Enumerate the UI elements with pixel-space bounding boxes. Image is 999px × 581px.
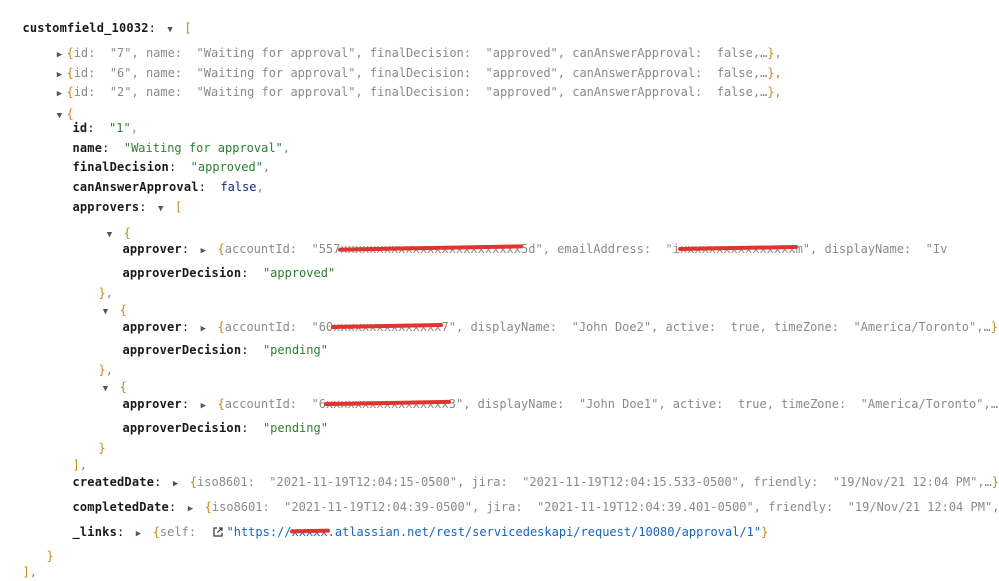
field-createdDate[interactable]: createdDate: ▶ {iso8601: "2021-11-19T12:… [58, 455, 999, 489]
chevron-down-icon[interactable]: ▼ [102, 307, 109, 317]
chevron-right-icon[interactable]: ▶ [56, 50, 63, 60]
approver-1-open[interactable]: ▼ { [88, 206, 131, 240]
root-key: customfield_10032 [22, 21, 149, 35]
collapsed-item[interactable]: ▶{id: "7", name: "Waiting for approval",… [38, 26, 782, 60]
expand-toggle-approvers[interactable]: ▼ [158, 204, 164, 214]
approver-2-decision: approverDecision: "pending" [122, 343, 328, 357]
field-completedDate[interactable]: completedDate: ▶ {iso8601: "2021-11-19T1… [58, 480, 999, 514]
field-approvers: approvers: ▼ [ [58, 180, 182, 214]
approver-3-approver[interactable]: approver: ▶ {accountId: "6xxxxxxxxxxxxxx… [108, 377, 999, 411]
chevron-right-icon[interactable]: ▶ [172, 479, 179, 489]
approver-2-approver[interactable]: approver: ▶ {accountId: "60xxxxxxxxxxxxx… [108, 300, 998, 334]
approver-1-decision: approverDecision: "approved" [122, 266, 336, 280]
chevron-right-icon[interactable]: ▶ [56, 89, 63, 99]
chevron-down-icon[interactable]: ▼ [56, 111, 63, 121]
field-id: id: "1", [72, 121, 138, 135]
expanded-item-close: } [46, 549, 54, 563]
external-link-icon[interactable] [212, 527, 223, 537]
root-array-close: ], [22, 565, 37, 579]
field-name: name: "Waiting for approval", [72, 141, 291, 155]
chevron-down-icon[interactable]: ▼ [102, 384, 109, 394]
field-finalDecision: finalDecision: "approved", [72, 160, 271, 174]
collapsed-item[interactable]: ▶{id: "6", name: "Waiting for approval",… [38, 46, 782, 80]
chevron-right-icon[interactable]: ▶ [135, 529, 142, 539]
redaction-mark: xxxxxxxxxxxxxxxxxxxxxxxxx [340, 242, 521, 256]
chevron-right-icon[interactable]: ▶ [200, 324, 207, 334]
redaction-mark: xxxxxxxxxxxxxxx [333, 320, 442, 334]
approver-1-approver[interactable]: approver: ▶ {accountId: "557xxxxxxxxxxxx… [108, 222, 947, 256]
root-key-line: customfield_10032: ▼ [ [8, 1, 191, 35]
chevron-right-icon[interactable]: ▶ [187, 504, 194, 514]
approver-2-close: }, [98, 363, 113, 377]
expand-toggle-root[interactable]: ▼ [167, 25, 173, 35]
approver-2-open[interactable]: ▼ { [84, 283, 127, 317]
field-canAnswerApproval: canAnswerApproval: false, [72, 180, 264, 194]
chevron-right-icon[interactable]: ▶ [200, 401, 207, 411]
chevron-right-icon[interactable]: ▶ [56, 70, 63, 80]
approver-3-open[interactable]: ▼ { [84, 360, 127, 394]
redaction-mark: xxxxxxxxxxxxxxxx [679, 242, 796, 256]
chevron-right-icon[interactable]: ▶ [200, 246, 207, 256]
field-links[interactable]: _links: ▶ {self: "https://xxxxx.atlassia… [58, 505, 768, 539]
collapsed-item[interactable]: ▶{id: "2", name: "Waiting for approval",… [38, 65, 782, 99]
redaction-mark: xxxxxxxxxxxxxxxxx [325, 397, 449, 411]
approver-3-close: } [98, 441, 106, 455]
expanded-item-open[interactable]: ▼{ [38, 87, 74, 121]
approvers-close: ], [72, 458, 87, 472]
chevron-down-icon[interactable]: ▼ [106, 230, 113, 240]
approver-1-close: }, [98, 286, 113, 300]
approver-3-decision: approverDecision: "pending" [122, 421, 328, 435]
redaction-mark: xxxxx [291, 525, 328, 539]
self-link[interactable]: "https://xxxxx.atlassian.net/rest/servic… [226, 525, 762, 539]
